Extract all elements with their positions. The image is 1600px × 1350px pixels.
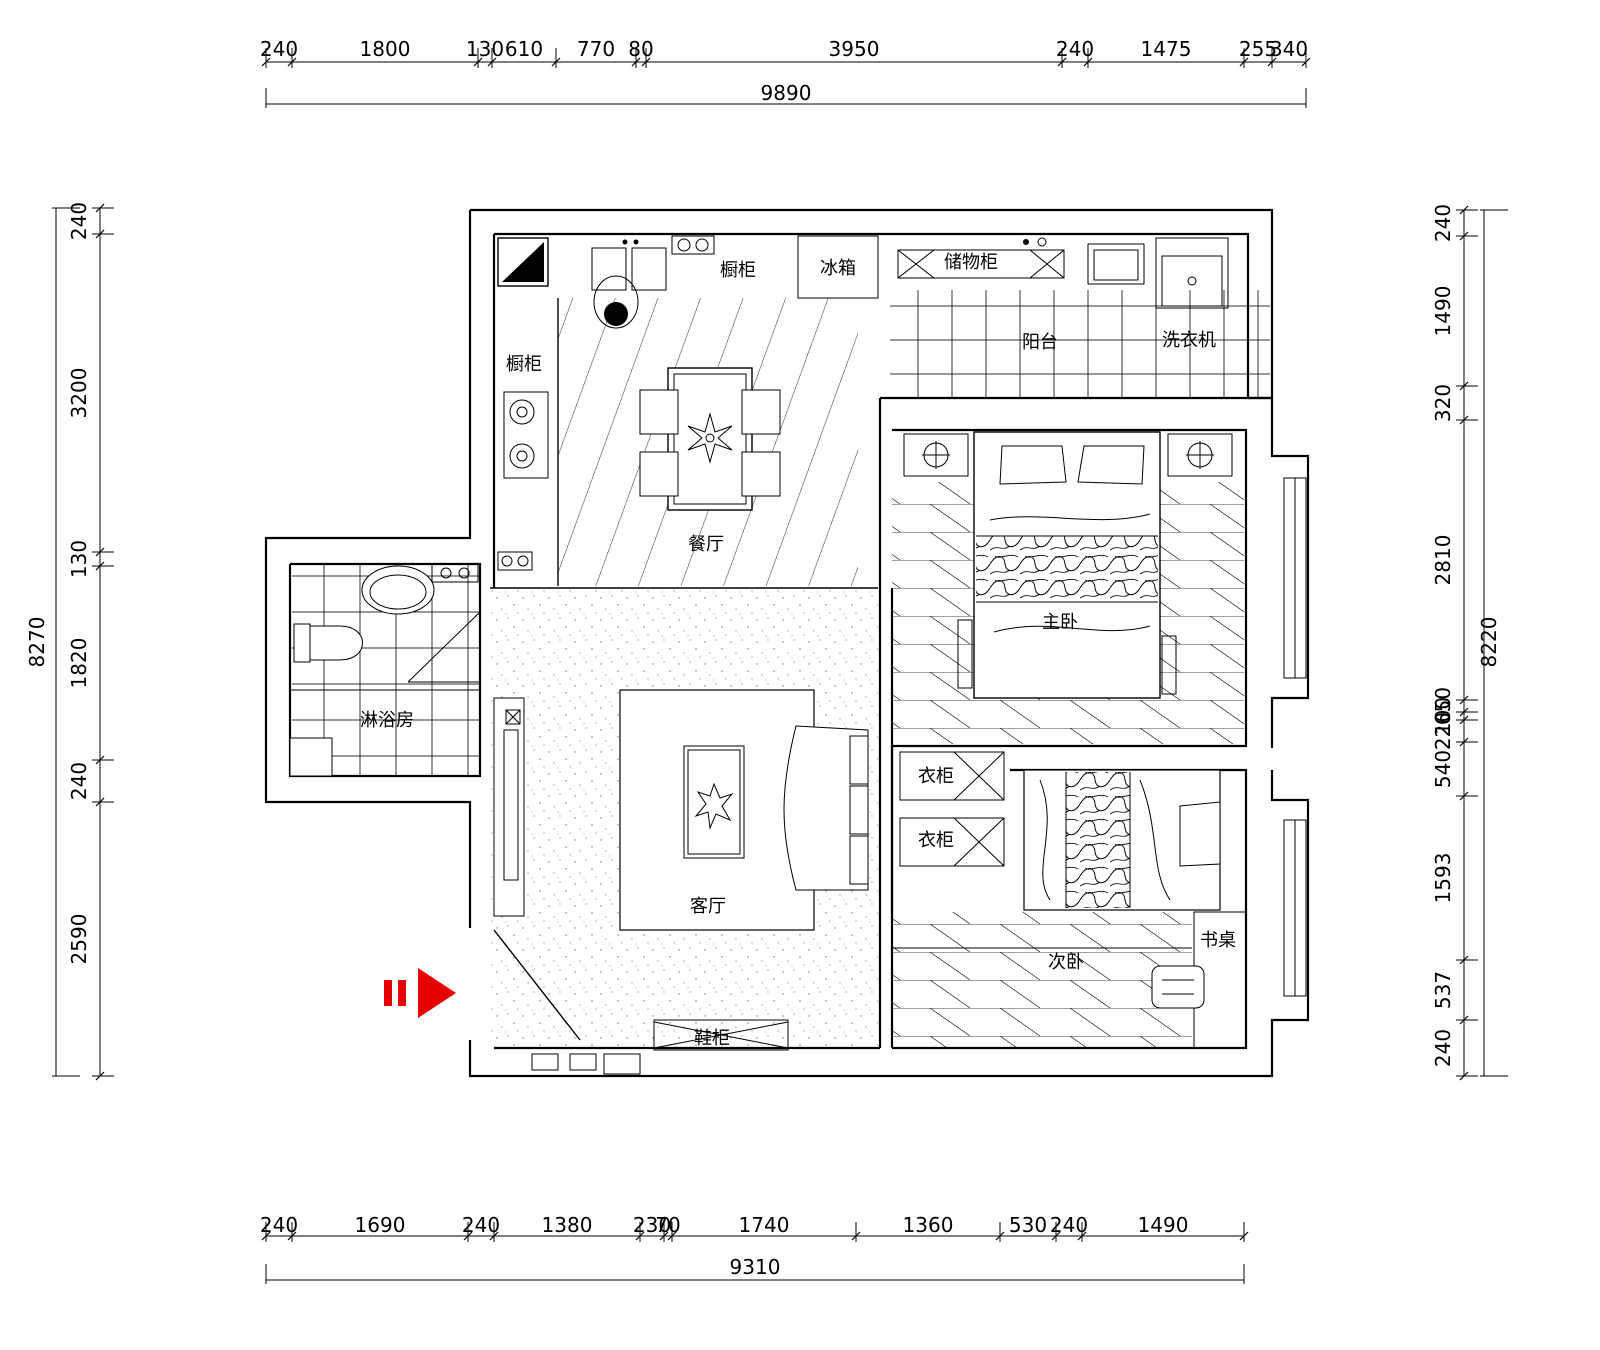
dimension-label: 1490 xyxy=(1431,286,1455,337)
dimension-label: 240 xyxy=(1056,37,1094,61)
dimension-label: 240 xyxy=(260,37,298,61)
dimension-label: 240 xyxy=(1431,204,1455,242)
label-balcony: 阳台 xyxy=(1022,332,1058,353)
dimension-label: 2590 xyxy=(67,914,91,965)
dimension-label: 70 xyxy=(655,1213,680,1237)
dimension-label: 130 xyxy=(466,37,504,61)
label-wardrobe-2: 衣柜 xyxy=(918,830,954,851)
dimension-label: 3950 xyxy=(829,37,880,61)
dimension-label: 3200 xyxy=(67,368,91,419)
dimension-label: 240 xyxy=(462,1213,500,1237)
dimension-label: 610 xyxy=(505,37,543,61)
dimension-label: 100 xyxy=(1431,697,1455,735)
second-floor xyxy=(892,912,1192,1048)
dimension-label: 1593 xyxy=(1431,853,1455,904)
dimension-label: 80 xyxy=(628,37,653,61)
bathroom-fixtures xyxy=(289,563,481,777)
label-storage: 储物柜 xyxy=(944,252,998,273)
label-second-bedroom: 次卧 xyxy=(1048,952,1084,973)
dimension-label: 240 xyxy=(1431,1029,1455,1067)
plant-icon xyxy=(694,782,734,830)
label-fridge: 冰箱 xyxy=(820,258,856,279)
dimension-label: 770 xyxy=(577,37,615,61)
second-bed xyxy=(892,751,1247,1049)
dimension-label: 1380 xyxy=(542,1213,593,1237)
flower-icon xyxy=(687,412,733,464)
label-shower: 淋浴房 xyxy=(360,710,414,731)
label-master-bedroom: 主卧 xyxy=(1042,612,1078,633)
label-cabinet-top: 橱柜 xyxy=(720,260,756,281)
entrance-arrow-icon xyxy=(384,968,456,1018)
dimension-label: 650 xyxy=(1431,687,1455,725)
label-cabinet-left: 橱柜 xyxy=(506,354,542,375)
dimension-label: 530 xyxy=(1009,1213,1047,1237)
dimension-label: 340 xyxy=(1270,37,1308,61)
dimension-label: 2810 xyxy=(1431,535,1455,586)
label-dining: 餐厅 xyxy=(688,534,724,555)
dimension-label: 240 xyxy=(260,1213,298,1237)
dimension-label: 320 xyxy=(1431,384,1455,422)
dimension-label: 240 xyxy=(1050,1213,1088,1237)
balcony-fixtures xyxy=(897,237,1229,309)
dimension-label: 1360 xyxy=(903,1213,954,1237)
label-wardrobe-1: 衣柜 xyxy=(918,766,954,787)
label-desk: 书桌 xyxy=(1200,930,1236,951)
kitchen-fixtures xyxy=(497,235,879,571)
dimension-label: 1690 xyxy=(355,1213,406,1237)
dimension-total: 9310 xyxy=(730,1255,781,1279)
dimension-label: 230 xyxy=(633,1213,671,1237)
label-living: 客厅 xyxy=(690,896,726,917)
dimension-label: 1740 xyxy=(739,1213,790,1237)
dimension-label: 537 xyxy=(1431,971,1455,1009)
dimension-label: 240 xyxy=(67,762,91,800)
living-furniture xyxy=(493,689,869,1075)
dimension-total: 9890 xyxy=(761,81,812,105)
dimension-label: 1490 xyxy=(1138,1213,1189,1237)
dimension-label: 220 xyxy=(1431,712,1455,750)
label-shoe-cabinet: 鞋柜 xyxy=(694,1028,730,1049)
dimension-label: 1820 xyxy=(67,638,91,689)
label-washer: 洗衣机 xyxy=(1162,330,1216,351)
dimension-total: 8270 xyxy=(25,617,49,668)
walls xyxy=(264,208,1310,1078)
dimension-label: 1475 xyxy=(1141,37,1192,61)
dimension-label: 130 xyxy=(67,540,91,578)
dimension-label: 540 xyxy=(1431,750,1455,788)
dimension-label: 255 xyxy=(1239,37,1277,61)
dimension-label: 1800 xyxy=(360,37,411,61)
dining-table xyxy=(639,367,781,511)
dimension-total: 8220 xyxy=(1477,617,1501,668)
master-bed xyxy=(903,431,1233,699)
